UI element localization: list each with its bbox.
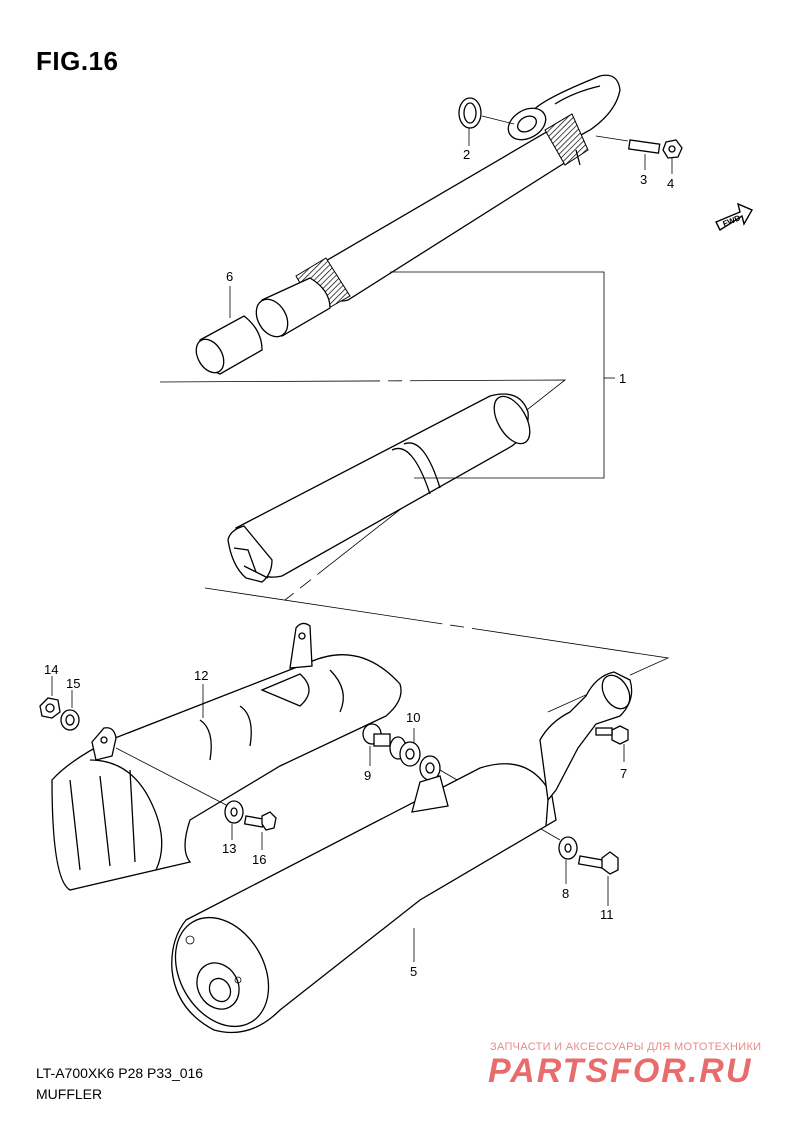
bolt-16 bbox=[243, 811, 277, 850]
gasket-2 bbox=[458, 97, 515, 146]
washer-13 bbox=[224, 800, 244, 840]
nut-4 bbox=[662, 139, 683, 174]
callout-15: 15 bbox=[66, 676, 80, 691]
front-exhaust-pipe bbox=[255, 74, 621, 338]
figure-code: LT-A700XK6 P28 P33_016 bbox=[36, 1065, 204, 1081]
callout-3: 3 bbox=[640, 172, 647, 187]
watermark-logo: PARTSFOR.RU bbox=[488, 1052, 753, 1090]
bracket-1 bbox=[390, 271, 615, 479]
callout-13: 13 bbox=[222, 841, 236, 856]
cap-nut-14 bbox=[39, 676, 61, 719]
callout-6: 6 bbox=[226, 269, 233, 284]
callout-14: 14 bbox=[44, 662, 58, 677]
callout-4: 4 bbox=[667, 176, 674, 191]
callout-numbers: 2 3 4 6 1 14 15 12 10 9 7 13 16 8 11 5 bbox=[44, 147, 674, 979]
callout-12: 12 bbox=[194, 668, 208, 683]
middle-exhaust-pipe bbox=[227, 393, 531, 583]
callout-5: 5 bbox=[410, 964, 417, 979]
callout-16: 16 bbox=[252, 852, 266, 867]
fwd-label: FWD bbox=[721, 213, 741, 228]
callout-8: 8 bbox=[562, 886, 569, 901]
callout-2: 2 bbox=[463, 147, 470, 162]
figure-name: MUFFLER bbox=[36, 1086, 103, 1102]
figure-title: FIG.16 bbox=[36, 46, 119, 76]
bolt-9 bbox=[362, 723, 391, 766]
callout-1: 1 bbox=[619, 371, 626, 386]
callout-9: 9 bbox=[364, 768, 371, 783]
bolt-11 bbox=[577, 851, 619, 906]
watermark-caption: ЗАПЧАСТИ И АКСЕССУАРЫ ДЛЯ МОТОТЕХНИКИ bbox=[490, 1041, 762, 1053]
grommet-15 bbox=[60, 690, 80, 731]
muffler-5 bbox=[171, 671, 633, 1034]
callout-11: 11 bbox=[600, 907, 614, 922]
gasket-sleeve-6 bbox=[195, 286, 263, 375]
callout-10: 10 bbox=[406, 710, 420, 725]
cushion-10 bbox=[389, 728, 421, 767]
stud-bolt-3 bbox=[595, 135, 661, 170]
washer-8 bbox=[558, 836, 578, 884]
callout-7: 7 bbox=[620, 766, 627, 781]
heat-shield-12 bbox=[51, 622, 402, 891]
bolt-7 bbox=[595, 725, 629, 762]
fwd-arrow-icon: FWD bbox=[715, 202, 753, 232]
